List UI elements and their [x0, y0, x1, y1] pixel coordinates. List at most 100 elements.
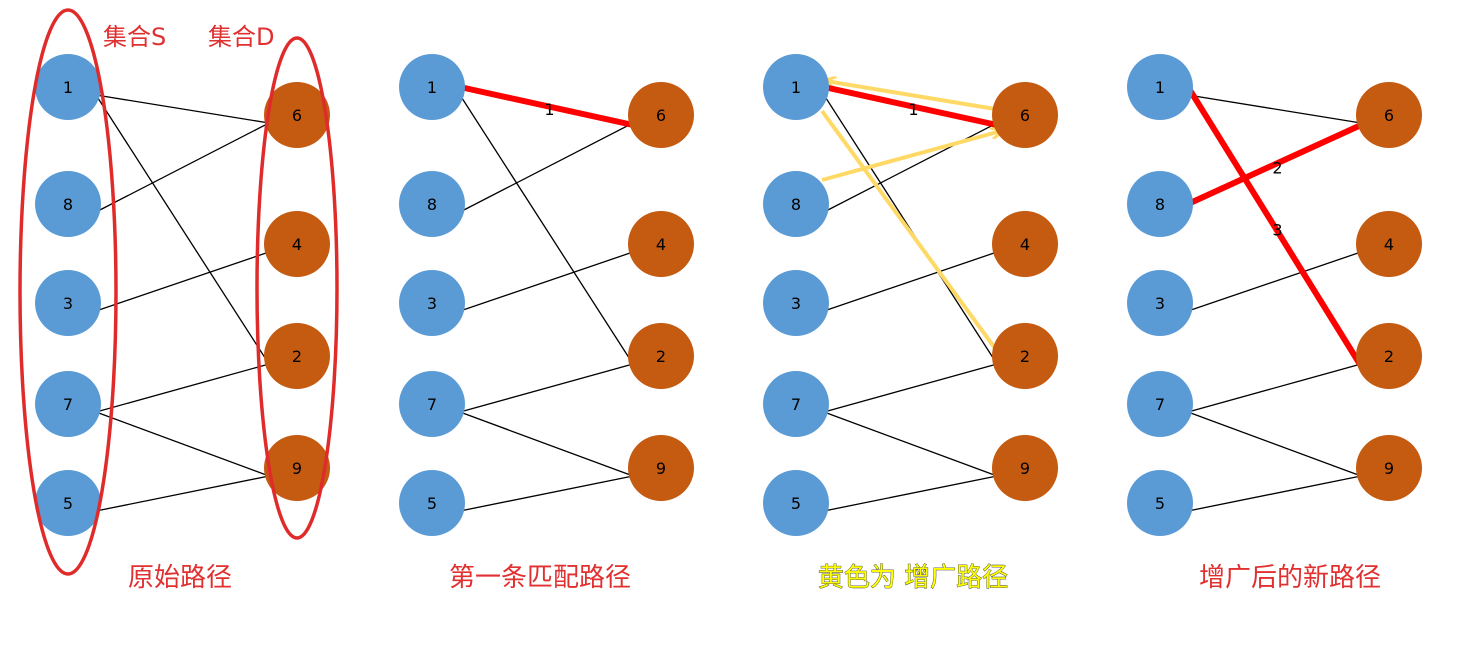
node-label: 6 — [656, 106, 666, 125]
edge-label: 2 — [1272, 159, 1282, 178]
matched-edge-1-2 — [1185, 85, 1364, 368]
panel-3: 1 1 8 3 7 5 6 4 2 9 黄色为 增广路径 — [763, 54, 1058, 593]
edge-label: 1 — [544, 100, 554, 119]
matched-edge-1-6 — [459, 84, 634, 128]
edge-1-6 — [1187, 94, 1362, 124]
set-d-outline — [255, 36, 339, 540]
node-8 — [399, 171, 465, 237]
node-6 — [628, 82, 694, 148]
node-label: 2 — [292, 347, 302, 366]
edge-1-6 — [95, 94, 270, 124]
edge-label: 1 — [908, 100, 918, 119]
node-1 — [763, 54, 829, 120]
set-s-label: 集合S — [103, 23, 166, 51]
node-2 — [1356, 323, 1422, 389]
node-8 — [35, 171, 101, 237]
augmenting-arrow-6-1 — [826, 81, 996, 111]
node-label: 4 — [656, 235, 666, 254]
set-s-outline — [18, 8, 118, 576]
node-4 — [264, 211, 330, 277]
node-label: 7 — [63, 395, 73, 414]
edge-7-2 — [95, 363, 270, 413]
node-label: 9 — [656, 459, 666, 478]
node-4 — [628, 211, 694, 277]
node-5 — [1127, 470, 1193, 536]
edge-8-6 — [459, 122, 634, 213]
node-label: 2 — [1020, 347, 1030, 366]
matched-edge-8-6 — [1186, 122, 1363, 207]
node-label: 5 — [1155, 494, 1165, 513]
node-label: 7 — [427, 395, 437, 414]
node-5 — [763, 470, 829, 536]
node-label: 6 — [1020, 106, 1030, 125]
edge-5-9 — [95, 475, 270, 512]
node-label: 4 — [1020, 235, 1030, 254]
node-2 — [992, 323, 1058, 389]
node-8 — [763, 171, 829, 237]
edge-3-4 — [95, 251, 270, 312]
node-3 — [763, 270, 829, 336]
node-label: 6 — [292, 106, 302, 125]
node-label: 3 — [427, 294, 437, 313]
edge-7-9 — [823, 411, 998, 477]
node-label: 2 — [656, 347, 666, 366]
node-1 — [399, 54, 465, 120]
edge-1-2 — [459, 94, 634, 365]
node-7 — [399, 371, 465, 437]
node-label: 9 — [1020, 459, 1030, 478]
node-label: 7 — [1155, 395, 1165, 414]
edge-7-2 — [1187, 363, 1362, 413]
edge-7-9 — [459, 411, 634, 477]
node-label: 9 — [1384, 459, 1394, 478]
edge-5-9 — [1187, 475, 1362, 512]
node-5 — [35, 470, 101, 536]
node-label: 8 — [791, 195, 801, 214]
node-label: 6 — [1384, 106, 1394, 125]
edge-3-4 — [459, 251, 634, 312]
node-2 — [628, 323, 694, 389]
edge-label: 3 — [1272, 221, 1282, 240]
panel-caption: 第一条匹配路径 — [449, 563, 631, 593]
node-5 — [399, 470, 465, 536]
edge-8-6 — [823, 122, 998, 213]
node-label: 3 — [63, 294, 73, 313]
node-4 — [992, 211, 1058, 277]
node-9 — [628, 435, 694, 501]
panel-caption: 黄色为 增广路径 — [818, 563, 1008, 593]
node-3 — [35, 270, 101, 336]
panel-caption: 原始路径 — [128, 563, 232, 593]
node-label: 8 — [1155, 195, 1165, 214]
node-label: 8 — [427, 195, 437, 214]
edge-3-4 — [1187, 251, 1362, 312]
node-1 — [35, 54, 101, 120]
edge-8-6 — [95, 122, 270, 213]
node-6 — [1356, 82, 1422, 148]
node-label: 5 — [427, 494, 437, 513]
node-9 — [264, 435, 330, 501]
node-label: 3 — [791, 294, 801, 313]
node-7 — [1127, 371, 1193, 437]
edge-7-2 — [823, 363, 998, 413]
matched-edge-1-6 — [823, 84, 998, 128]
edge-1-2 — [95, 94, 270, 365]
edge-7-2 — [459, 363, 634, 413]
edge-7-9 — [95, 411, 270, 477]
node-label: 9 — [292, 459, 302, 478]
node-label: 1 — [791, 78, 801, 97]
node-6 — [992, 82, 1058, 148]
panel-2: 1 1 8 3 7 5 6 4 2 9 第一条匹配路径 — [399, 54, 694, 593]
node-3 — [399, 270, 465, 336]
node-label: 5 — [63, 494, 73, 513]
node-7 — [763, 371, 829, 437]
node-2 — [264, 323, 330, 389]
node-label: 7 — [791, 395, 801, 414]
node-label: 2 — [1384, 347, 1394, 366]
node-label: 4 — [292, 235, 302, 254]
node-label: 1 — [427, 78, 437, 97]
node-7 — [35, 371, 101, 437]
node-label: 5 — [791, 494, 801, 513]
node-6 — [264, 82, 330, 148]
